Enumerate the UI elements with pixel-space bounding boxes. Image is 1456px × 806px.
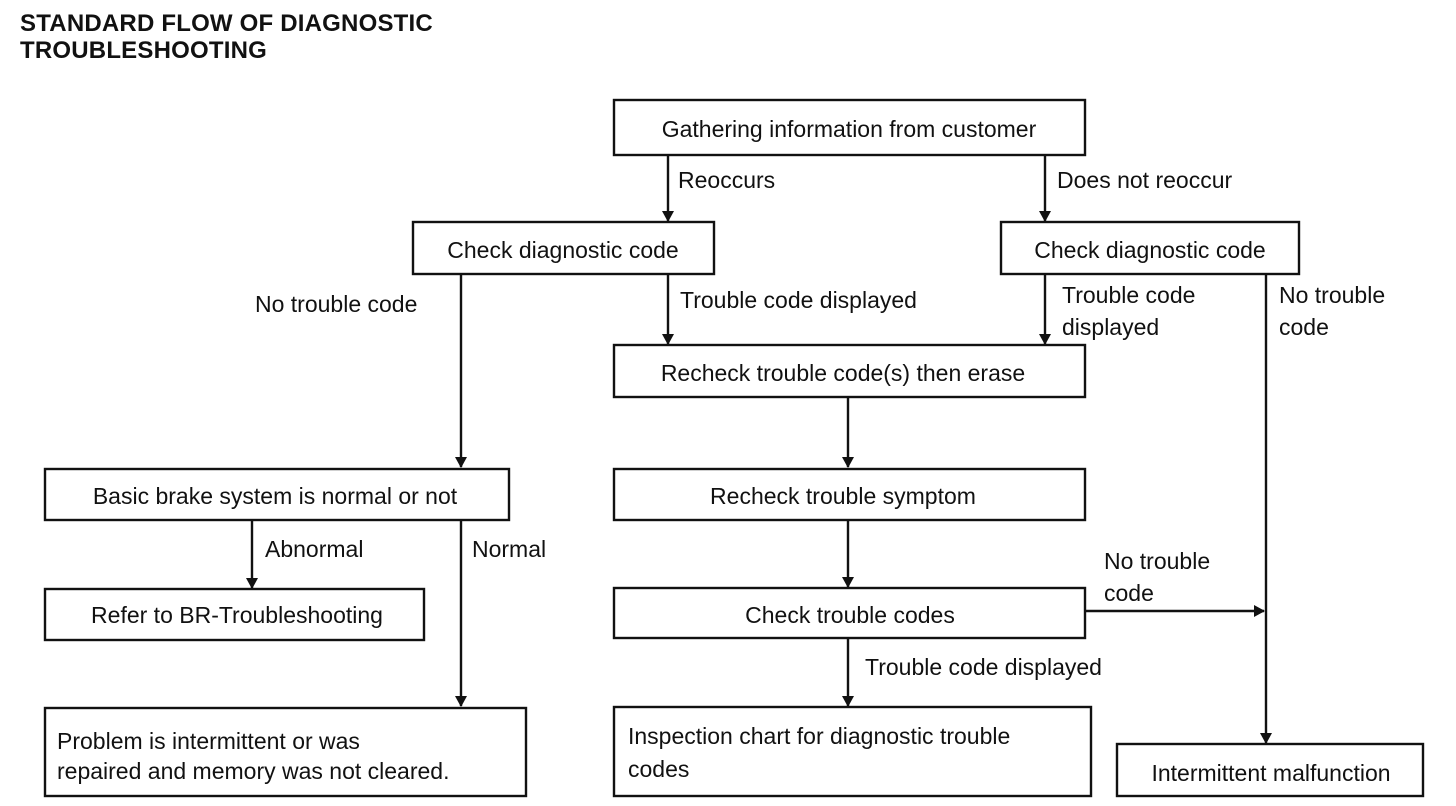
box-check-right: Check diagnostic code <box>999 220 1301 276</box>
box-check-codes-text: Check trouble codes <box>745 602 955 628</box>
label-no-trouble-mid-2: code <box>1104 580 1154 606</box>
label-trouble-code-right-1: Trouble code <box>1062 282 1195 308</box>
title-line-2: TROUBLESHOOTING <box>20 37 267 64</box>
box-gather-text: Gathering information from customer <box>662 116 1037 142</box>
connectors <box>246 155 1272 744</box>
box-refer-br-text: Refer to BR-Troubleshooting <box>91 602 383 628</box>
title-line-1: STANDARD FLOW OF DIAGNOSTIC <box>20 10 433 37</box>
label-no-trouble-right-1: No trouble <box>1279 282 1385 308</box>
label-normal: Normal <box>472 536 546 562</box>
box-check-left: Check diagnostic code <box>411 220 716 276</box>
box-intermittent-text: Intermittent malfunction <box>1151 760 1390 786</box>
label-reoccurs: Reoccurs <box>678 167 775 193</box>
label-trouble-code-right-2: displayed <box>1062 314 1159 340</box>
box-gather: Gathering information from customer <box>612 98 1087 157</box>
box-recheck-symptom-text: Recheck trouble symptom <box>710 483 976 509</box>
box-inspection-line-2: codes <box>628 756 689 782</box>
box-inspection-line-1: Inspection chart for diagnostic trouble <box>628 723 1010 749</box>
box-check-right-text: Check diagnostic code <box>1034 237 1265 263</box>
diagram-title: STANDARD FLOW OF DIAGNOSTIC TROUBLESHOOT… <box>20 10 433 64</box>
box-recheck-symptom: Recheck trouble symptom <box>612 467 1087 522</box>
box-basic-brake-text: Basic brake system is normal or not <box>93 483 458 509</box>
label-no-trouble-mid-1: No trouble <box>1104 548 1210 574</box>
box-problem-line-2: repaired and memory was not cleared. <box>57 758 449 784</box>
label-trouble-code-displayed-mid: Trouble code displayed <box>680 287 917 313</box>
box-basic-brake: Basic brake system is normal or not <box>43 467 511 522</box>
label-trouble-code-displayed-bottom: Trouble code displayed <box>865 654 1102 680</box>
box-recheck-codes: Recheck trouble code(s) then erase <box>612 343 1087 399</box>
edge-labels: Reoccurs Does not reoccur No trouble cod… <box>255 167 1385 680</box>
box-check-left-text: Check diagnostic code <box>447 237 678 263</box>
box-intermittent: Intermittent malfunction <box>1115 742 1425 798</box>
label-abnormal: Abnormal <box>265 536 363 562</box>
box-refer-br: Refer to BR-Troubleshooting <box>43 587 426 642</box>
label-does-not-reoccur: Does not reoccur <box>1057 167 1232 193</box>
label-no-trouble-right-2: code <box>1279 314 1329 340</box>
box-problem: Problem is intermittent or was repaired … <box>43 706 528 798</box>
label-no-trouble-code-left: No trouble code <box>255 291 417 317</box>
box-check-codes: Check trouble codes <box>612 586 1087 640</box>
box-problem-line-1: Problem is intermittent or was <box>57 728 360 754</box>
box-recheck-codes-text: Recheck trouble code(s) then erase <box>661 360 1025 386</box>
box-inspection: Inspection chart for diagnostic trouble … <box>612 705 1093 798</box>
